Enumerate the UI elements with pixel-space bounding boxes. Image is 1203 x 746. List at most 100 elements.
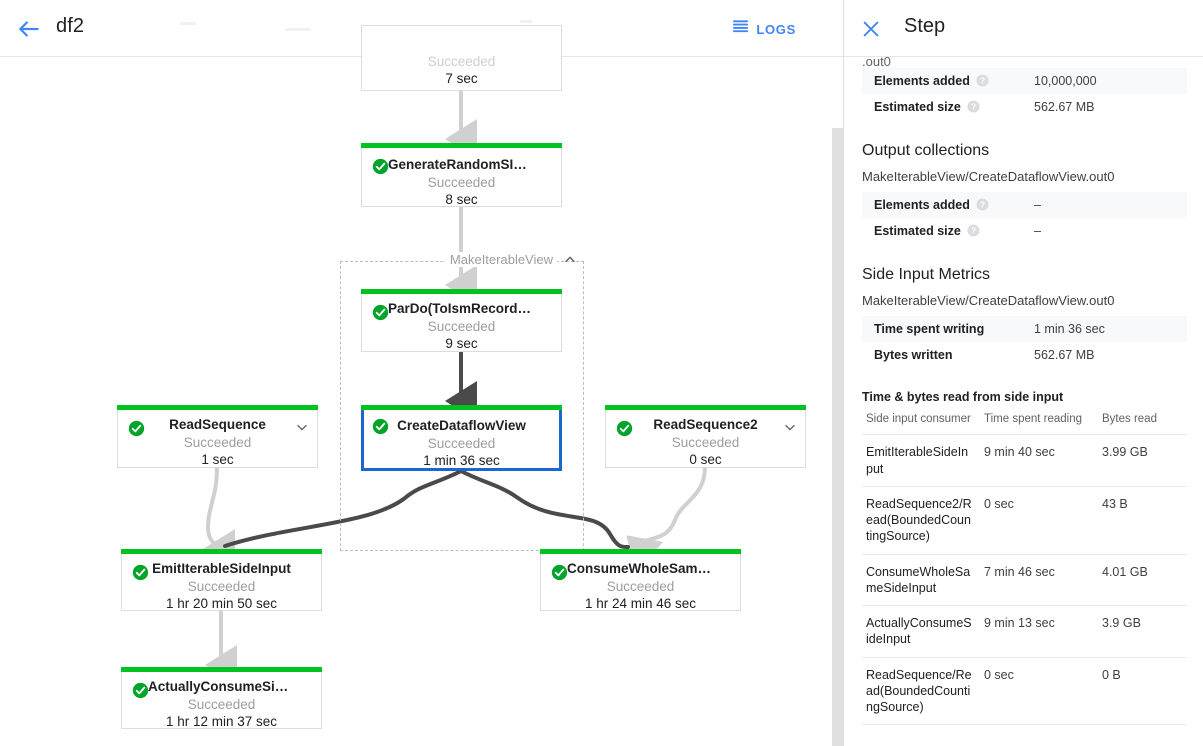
node-time: 7 sec <box>445 71 478 86</box>
chevron-down-icon[interactable] <box>783 420 797 434</box>
table-row: ActuallyConsumeSideInput 9 min 13 sec 3.… <box>862 605 1187 658</box>
job-graph-canvas[interactable]: MakeIterableView Succeeded 7 sec <box>0 25 844 746</box>
step-panel-title: Step <box>904 15 946 37</box>
node-status-bar <box>361 289 562 294</box>
cell-time: 0 sec <box>980 485 1098 555</box>
success-check-icon <box>132 682 149 699</box>
graph-node-partial[interactable]: Succeeded 7 sec <box>361 25 562 91</box>
node-title: ReadSequence2 <box>653 417 758 432</box>
graph-node-consume-whole-same-side-input[interactable]: ConsumeWholeSameSi… Succeeded 1 hr 24 mi… <box>540 549 741 611</box>
table-header-row: Side input consumer Time spent reading B… <box>862 408 1187 435</box>
logs-button-label: LOGS <box>756 21 796 37</box>
success-check-icon <box>616 420 633 437</box>
table-row: Time spent writing 1 min 36 sec <box>862 316 1187 342</box>
node-status-bar <box>361 405 562 410</box>
success-check-icon <box>128 420 145 437</box>
metric-key: Estimated size? <box>862 94 1022 120</box>
svg-text:?: ? <box>980 76 985 86</box>
side-input-read-table: Side input consumer Time spent reading B… <box>862 408 1187 726</box>
node-time: 0 sec <box>689 452 722 467</box>
metric-key: Elements added? <box>862 68 1022 94</box>
table-row: Estimated size? 562.67 MB <box>862 94 1187 120</box>
table-row: ReadSequence/Read(BoundedCountingSource)… <box>862 656 1187 726</box>
help-icon[interactable]: ? <box>967 100 980 113</box>
graph-node-pardo-to-ism-record[interactable]: ParDo(ToIsmRecordFor… Succeeded 9 sec <box>361 289 562 352</box>
node-time: 9 sec <box>445 336 478 351</box>
success-check-icon <box>551 564 568 581</box>
pane-divider <box>843 0 844 746</box>
metric-value: – <box>1022 192 1187 218</box>
svg-text:?: ? <box>971 102 976 112</box>
metric-key: Elements added? <box>862 192 1022 218</box>
side-input-collection-name: MakeIterableView/CreateDataflowView.out0 <box>862 293 1115 308</box>
chevron-down-icon[interactable] <box>295 420 309 434</box>
cell-bytes: 43 B <box>1098 485 1187 555</box>
node-status-bar <box>121 667 322 672</box>
step-panel-body[interactable]: .out0 Elements added? 10,000,000 Estimat… <box>844 57 1203 746</box>
graph-node-read-sequence-2[interactable]: ReadSequence2 Succeeded 0 sec <box>605 405 806 468</box>
output-metrics-table: Elements added? – Estimated size? – <box>862 192 1187 244</box>
node-title: ParDo(ToIsmRecordFor… <box>388 301 553 316</box>
svg-text:?: ? <box>980 200 985 210</box>
step-details-panel: Step .out0 Elements added? 10,000,000 Es… <box>844 0 1203 746</box>
cell-consumer: ReadSequence2/Read(BoundedCountingSource… <box>862 485 980 555</box>
node-title: GenerateRandomSIData <box>388 157 543 172</box>
node-status: Succeeded <box>606 579 675 594</box>
logs-list-icon <box>732 18 749 40</box>
node-time: 1 min 36 sec <box>423 453 500 468</box>
help-icon[interactable]: ? <box>967 224 980 237</box>
node-status: Succeeded <box>427 436 496 451</box>
metric-value: – <box>1034 224 1041 238</box>
page-title: df2 <box>56 15 85 37</box>
help-icon[interactable]: ? <box>976 198 989 211</box>
node-status-bar <box>121 549 322 554</box>
help-icon[interactable]: ? <box>976 74 989 87</box>
step-panel-header: Step <box>844 0 1203 57</box>
cell-time: 0 sec <box>980 656 1098 726</box>
cell-bytes: 3.99 GB <box>1098 434 1187 487</box>
node-title: ReadSequence <box>169 417 266 432</box>
metric-key: Time spent writing <box>862 316 1022 342</box>
cell-consumer: EmitIterableSideInput <box>862 434 980 487</box>
graph-node-create-dataflow-view[interactable]: CreateDataflowView Succeeded 1 min 36 se… <box>361 405 562 471</box>
table-row: ConsumeWholeSameSideInput 7 min 46 sec 4… <box>862 553 1187 606</box>
metric-value: 1 min 36 sec <box>1022 316 1187 342</box>
chevron-up-icon[interactable] <box>563 253 577 267</box>
graph-scrollbar-thumb[interactable] <box>832 128 843 746</box>
graph-node-generate-random-si-data[interactable]: GenerateRandomSIData Succeeded 8 sec <box>361 143 562 207</box>
table-row: Elements added? – <box>862 192 1187 218</box>
table-row: Elements added? 10,000,000 <box>862 68 1187 94</box>
table-row: EmitIterableSideInput 9 min 40 sec 3.99 … <box>862 434 1187 487</box>
job-graph-pane: df2 LOGS <box>0 15 844 746</box>
node-time: 1 hr 12 min 37 sec <box>165 714 278 729</box>
table-row: Estimated size? – <box>862 218 1187 244</box>
composite-transform-container[interactable]: MakeIterableView <box>340 252 584 551</box>
cell-bytes: 0 B <box>1098 656 1187 726</box>
input-metrics-table: Elements added? 10,000,000 Estimated siz… <box>862 68 1187 120</box>
node-status: Succeeded <box>183 435 252 450</box>
graph-node-read-sequence[interactable]: ReadSequence Succeeded 1 sec <box>117 405 318 468</box>
graph-node-actually-consume-side-input[interactable]: ActuallyConsumeSideI… Succeeded 1 hr 12 … <box>121 667 322 729</box>
cell-bytes: 3.9 GB <box>1098 605 1187 658</box>
node-status: Succeeded <box>427 54 496 69</box>
success-check-icon <box>132 564 149 581</box>
cell-time: 7 min 46 sec <box>980 553 1098 606</box>
node-time: 1 hr 24 min 46 sec <box>584 596 697 611</box>
side-input-write-metrics-table: Time spent writing 1 min 36 sec Bytes wr… <box>862 316 1187 368</box>
node-status-bar <box>361 143 562 148</box>
close-icon[interactable] <box>860 18 882 40</box>
graph-edges <box>203 90 707 685</box>
node-time: 1 sec <box>201 452 234 467</box>
logs-button[interactable]: LOGS <box>732 18 796 40</box>
graph-node-emit-iterable-side-input[interactable]: EmitIterableSideInput Succeeded 1 hr 20 … <box>121 549 322 611</box>
node-status: Succeeded <box>187 579 256 594</box>
arrow-back-icon[interactable] <box>16 16 42 42</box>
column-header-time: Time spent reading <box>984 413 1083 425</box>
metric-value: 10,000,000 <box>1022 68 1187 94</box>
cell-consumer: ActuallyConsumeSideInput <box>862 605 980 658</box>
node-time: 1 hr 20 min 50 sec <box>165 596 278 611</box>
output-collections-heading: Output collections <box>862 142 990 159</box>
column-header-consumer: Side input consumer <box>866 413 971 425</box>
column-header-bytes: Bytes read <box>1102 413 1157 425</box>
